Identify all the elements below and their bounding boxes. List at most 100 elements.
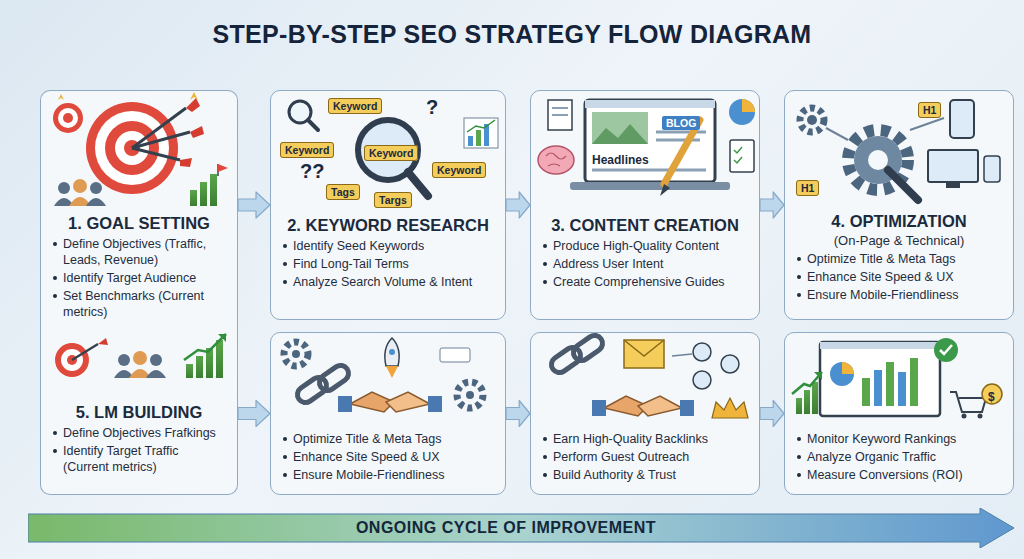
flow-arrow [760, 192, 784, 218]
label-anchor: $ [988, 387, 995, 405]
diagram-title: STEP-BY-STEP SEO STRATEGY FLOW DIAGRAM [213, 20, 812, 48]
flow-arrow [506, 401, 530, 427]
bullet-row: Find Long-Tail Terms [281, 256, 495, 272]
bullet-text: Optimize Title & Meta Tags [807, 251, 955, 267]
band-label: ONGOING CYCLE OF IMPROVEMENT [356, 519, 656, 537]
bullet-dot [797, 455, 801, 459]
icon-label: Tags [326, 184, 360, 200]
handshake [592, 396, 694, 416]
bullet-row: Set Benchmarks (Current metrics) [51, 288, 227, 320]
target-icon [86, 98, 204, 194]
label-anchor: Headlines [592, 150, 649, 168]
flow-arrow [238, 192, 270, 218]
rocket [385, 338, 399, 378]
bullet-text: Perform Guest Outreach [553, 449, 689, 465]
step-panel: 4. OPTIMIZATION(On-Page & Technical)Opti… [784, 90, 1014, 320]
bullet-text: Define Objectives Frafkings [63, 425, 216, 441]
shopping-cart [950, 384, 1002, 419]
bullet-text: Identify Target Traffic (Current metrics… [63, 443, 227, 475]
icon-label: ? [426, 96, 438, 118]
bullet-row: Build Authority & Trust [541, 467, 749, 483]
bullet-dot [53, 276, 57, 280]
icon-label: $ [988, 390, 995, 404]
step-heading: 5. LM BUILDING [51, 402, 227, 423]
flow-arrow [238, 401, 270, 427]
bar-chart [190, 164, 228, 206]
label-anchor: BLOG [662, 113, 700, 131]
label-anchor: H1 [796, 178, 819, 196]
title-row: STEP-BY-STEP SEO STRATEGY FLOW DIAGRAM [0, 20, 1024, 49]
label-anchor: Keyword [432, 160, 486, 178]
icon-label: Keyword [328, 98, 382, 114]
panel-content: 5. LM BUILDING Define Objectives Frafking… [51, 402, 227, 475]
bullet-dot [283, 244, 287, 248]
document-icons [548, 99, 755, 172]
people-icon [114, 351, 166, 378]
label-anchor: Keyword [328, 96, 382, 114]
label-anchor: ?? [300, 160, 324, 183]
bullet-dot [283, 455, 287, 459]
bullet-row: Optimize Title & Meta Tags [281, 431, 495, 447]
bullet-text: Produce High-Quality Content [553, 238, 719, 254]
flow-arrow [760, 401, 784, 427]
icon-label: Keyword [432, 162, 486, 178]
bullet-dot [543, 280, 547, 284]
icon-label: H1 [918, 102, 941, 118]
step-heading: 1. GOAL SETTING [51, 213, 227, 234]
bullet-text: Set Benchmarks (Current metrics) [63, 288, 227, 320]
flow-arrow [506, 192, 530, 218]
bullet-dot [543, 262, 547, 266]
bullet-row: Optimize Title & Meta Tags [795, 251, 1003, 267]
bullet-row: Identify Seed Keywords [281, 238, 495, 254]
bullet-row: Enhance Site Speed & UX [281, 449, 495, 465]
bullet-text: Earn High-Quality Backlinks [553, 431, 708, 447]
bullet-dot [283, 473, 287, 477]
panel-content: 3. CONTENT CREATIONProduce High-Quality … [541, 215, 749, 290]
handshake [338, 348, 470, 412]
mini-chart [464, 118, 498, 148]
bullet-text: Monitor Keyword Rankings [807, 431, 956, 447]
bullet-text: Measure Conversions (ROI) [807, 467, 963, 483]
bullet-row: Enhance Site Speed & UX [795, 269, 1003, 285]
icon-label: Keyword [364, 145, 418, 161]
panel-content: Monitor Keyword RankingsAnalyze Organic … [795, 429, 1003, 483]
icon-label: Targs [374, 192, 412, 208]
bullet-dot [797, 437, 801, 441]
dashboard [820, 338, 958, 416]
people-icon [54, 179, 106, 206]
bullet-row: Define Objectives (Traffic, Leads, Reven… [51, 236, 227, 268]
icon-label: ?? [300, 160, 324, 182]
bullet-dot [283, 280, 287, 284]
bullet-dot [53, 294, 57, 298]
bullet-dot [543, 437, 547, 441]
bullet-row: Monitor Keyword Rankings [795, 431, 1003, 447]
icon-label: BLOG [662, 116, 700, 130]
network-crown [672, 343, 748, 418]
step-heading: 4. OPTIMIZATION [795, 211, 1003, 232]
bullet-text: Build Authority & Trust [553, 467, 676, 483]
bullet-row: Create Comprehensive Guides [541, 274, 749, 290]
step-heading: 2. KEYWORD RESEARCH [281, 215, 495, 236]
gear-wrench [800, 108, 944, 200]
icon-label: Headlines [592, 153, 649, 167]
band-arrow [28, 508, 1014, 548]
bullet-dot [543, 244, 547, 248]
bullet-row: Address User Intent [541, 256, 749, 272]
target-icon-small [55, 338, 108, 377]
bullet-dot [797, 473, 801, 477]
bullet-dot [543, 455, 547, 459]
trend-chart [792, 372, 822, 414]
bullet-text: Analyze Organic Traffic [807, 449, 936, 465]
laptop [570, 100, 730, 190]
label-anchor: H1 [918, 100, 941, 118]
brain [538, 146, 574, 174]
bullet-text: Ensure Mobile-Friendliness [293, 467, 444, 483]
bullet-dot [797, 293, 801, 297]
bullet-text: Identify Target Audience [63, 270, 196, 286]
bullet-text: Enhance Site Speed & UX [807, 269, 954, 285]
label-anchor: ? [426, 96, 438, 119]
bullet-row: Perform Guest Outreach [541, 449, 749, 465]
label-anchor: Keyword [364, 143, 418, 161]
bullet-row: Produce High-Quality Content [541, 238, 749, 254]
